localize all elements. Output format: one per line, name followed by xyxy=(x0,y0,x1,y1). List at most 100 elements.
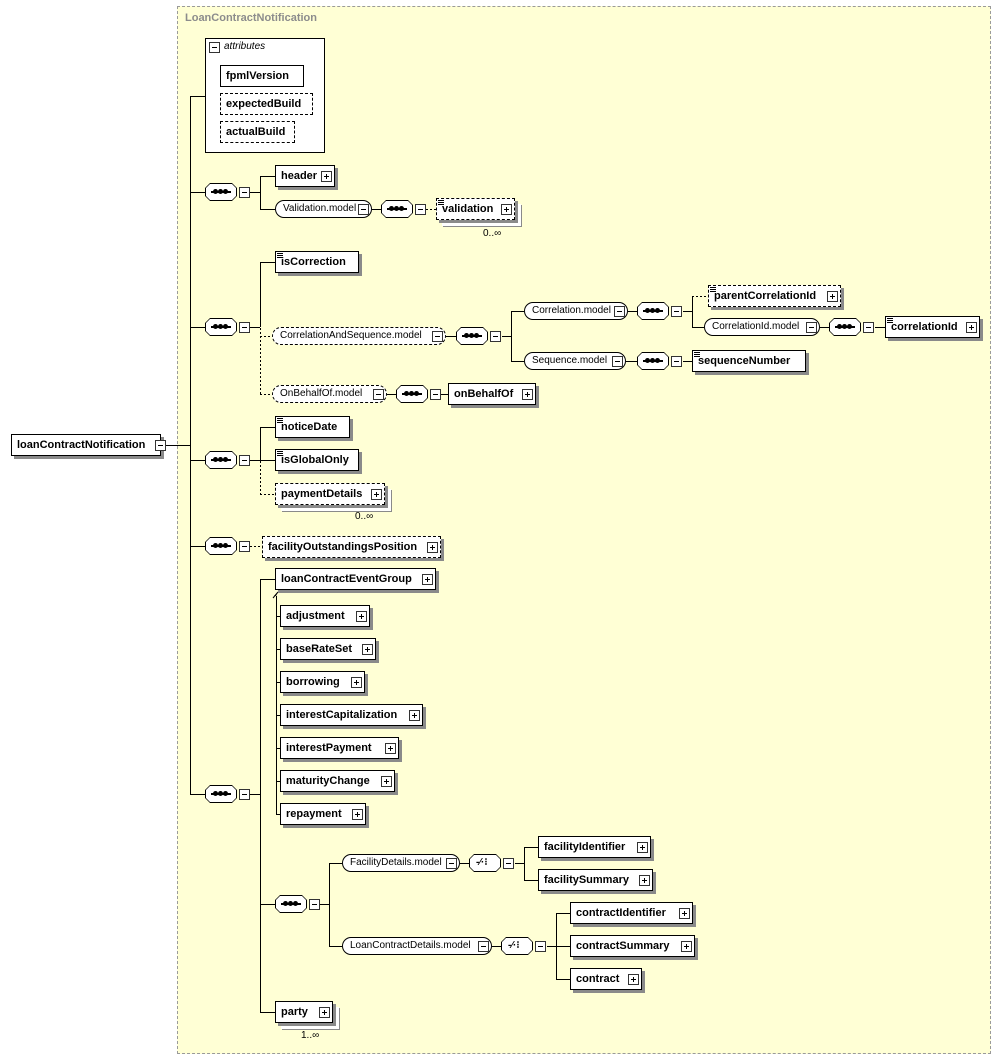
expand-icon[interactable] xyxy=(321,171,332,182)
element-label: header xyxy=(281,170,318,182)
collapse-icon[interactable] xyxy=(430,389,441,400)
collapse-attributes-icon[interactable] xyxy=(209,42,220,53)
element-party[interactable]: party xyxy=(275,1001,333,1023)
attribute-actualBuild[interactable]: actualBuild xyxy=(220,121,295,143)
element-label: adjustment xyxy=(286,610,345,622)
expand-icon[interactable] xyxy=(371,489,382,500)
expand-icon[interactable] xyxy=(362,644,373,655)
element-parentCorrelationId[interactable]: parentCorrelationId xyxy=(708,285,841,307)
expand-icon[interactable] xyxy=(319,1007,330,1018)
expand-icon[interactable] xyxy=(628,974,639,985)
element-onBehalfOf[interactable]: onBehalfOf xyxy=(448,383,536,405)
element-label: interestPayment xyxy=(286,742,372,754)
element-paymentDetails[interactable]: paymentDetails xyxy=(275,483,385,505)
cardinality-label: 0..∞ xyxy=(355,511,374,522)
element-interestCapitalization[interactable]: interestCapitalization xyxy=(280,704,423,726)
sequence-compositor xyxy=(275,895,307,913)
group-label: FacilityDetails.model xyxy=(350,857,442,868)
collapse-icon[interactable] xyxy=(503,858,514,869)
collapse-icon[interactable] xyxy=(373,389,384,400)
choice-compositor: -⁄·⁝ xyxy=(501,937,533,955)
element-contract[interactable]: contract xyxy=(570,968,642,990)
element-label: correlationId xyxy=(891,321,958,333)
element-maturityChange[interactable]: maturityChange xyxy=(280,770,395,792)
element-contractSummary[interactable]: contractSummary xyxy=(570,935,695,957)
collapse-icon[interactable] xyxy=(806,322,817,333)
collapse-icon[interactable] xyxy=(415,204,426,215)
collapse-icon[interactable] xyxy=(612,356,623,367)
element-header[interactable]: header xyxy=(275,165,335,187)
group-loanContractDetails-model[interactable]: LoanContractDetails.model xyxy=(342,937,492,955)
element-repayment[interactable]: repayment xyxy=(280,803,366,825)
expand-icon[interactable] xyxy=(351,677,362,688)
element-label: facilitySummary xyxy=(544,874,629,886)
group-correlation-and-sequence-model[interactable]: CorrelationAndSequence.model xyxy=(272,327,446,345)
sequence-compositor xyxy=(205,183,237,201)
element-validation[interactable]: validation xyxy=(436,198,515,220)
expand-icon[interactable] xyxy=(356,611,367,622)
element-interestPayment[interactable]: interestPayment xyxy=(280,737,399,759)
element-loanContractEventGroup[interactable]: loanContractEventGroup xyxy=(275,568,436,590)
collapse-icon[interactable] xyxy=(490,331,501,342)
element-adjustment[interactable]: adjustment xyxy=(280,605,370,627)
group-label: Sequence.model xyxy=(532,355,608,366)
expand-icon[interactable] xyxy=(422,574,433,585)
expand-icon[interactable] xyxy=(637,842,648,853)
group-onBehalfOf-model[interactable]: OnBehalfOf.model xyxy=(272,385,387,403)
expand-icon[interactable] xyxy=(501,204,512,215)
element-facilityIdentifier[interactable]: facilityIdentifier xyxy=(538,836,651,858)
expand-icon[interactable] xyxy=(385,743,396,754)
element-sequenceNumber[interactable]: sequenceNumber xyxy=(692,350,806,372)
attribute-fpmlVersion[interactable]: fpmlVersion xyxy=(220,65,304,87)
collapse-icon[interactable] xyxy=(535,941,546,952)
expand-icon[interactable] xyxy=(681,941,692,952)
collapse-icon[interactable] xyxy=(239,322,250,333)
attributes-label: attributes xyxy=(224,41,266,52)
element-contractIdentifier[interactable]: contractIdentifier xyxy=(570,902,693,924)
collapse-icon[interactable] xyxy=(358,204,369,215)
collapse-icon[interactable] xyxy=(239,541,250,552)
expand-icon[interactable] xyxy=(409,710,420,721)
element-facilityOutstandingsPosition[interactable]: facilityOutstandingsPosition xyxy=(262,536,441,558)
group-correlationId-model[interactable]: CorrelationId.model xyxy=(704,318,820,336)
element-correlationId[interactable]: correlationId xyxy=(885,316,980,338)
element-facilitySummary[interactable]: facilitySummary xyxy=(538,869,653,891)
attribute-label: actualBuild xyxy=(226,126,286,138)
expand-icon[interactable] xyxy=(639,875,650,886)
expand-icon[interactable] xyxy=(522,389,533,400)
element-borrowing[interactable]: borrowing xyxy=(280,671,365,693)
element-label: loanContractEventGroup xyxy=(281,573,412,585)
collapse-icon[interactable] xyxy=(446,858,457,869)
group-correlation-model[interactable]: Correlation.model xyxy=(524,302,628,320)
element-label: paymentDetails xyxy=(281,488,363,500)
collapse-icon[interactable] xyxy=(671,306,682,317)
collapse-icon[interactable] xyxy=(863,322,874,333)
cardinality-label: 1..∞ xyxy=(301,1030,320,1041)
collapse-icon[interactable] xyxy=(614,306,625,317)
expand-icon[interactable] xyxy=(827,291,838,302)
collapse-icon[interactable] xyxy=(155,440,166,451)
expand-icon[interactable] xyxy=(679,908,690,919)
sequence-compositor xyxy=(205,318,237,336)
element-isGlobalOnly[interactable]: isGlobalOnly xyxy=(275,449,359,471)
collapse-icon[interactable] xyxy=(432,331,443,342)
collapse-icon[interactable] xyxy=(478,941,489,952)
expand-icon[interactable] xyxy=(352,809,363,820)
expand-icon[interactable] xyxy=(966,322,977,333)
collapse-icon[interactable] xyxy=(239,789,250,800)
collapse-icon[interactable] xyxy=(239,455,250,466)
element-isCorrection[interactable]: isCorrection xyxy=(275,251,359,273)
expand-icon[interactable] xyxy=(427,542,438,553)
attribute-expectedBuild[interactable]: expectedBuild xyxy=(220,93,313,115)
collapse-icon[interactable] xyxy=(671,356,682,367)
group-sequence-model[interactable]: Sequence.model xyxy=(524,352,626,370)
frame-title: LoanContractNotification xyxy=(185,12,317,24)
collapse-icon[interactable] xyxy=(239,187,250,198)
group-facilityDetails-model[interactable]: FacilityDetails.model xyxy=(342,854,460,872)
expand-icon[interactable] xyxy=(381,776,392,787)
collapse-icon[interactable] xyxy=(309,899,320,910)
root-element-loanContractNotification[interactable]: loanContractNotification xyxy=(11,434,161,456)
element-noticeDate[interactable]: noticeDate xyxy=(275,416,350,438)
element-baseRateSet[interactable]: baseRateSet xyxy=(280,638,376,660)
group-validation-model[interactable]: Validation.model xyxy=(275,200,372,218)
